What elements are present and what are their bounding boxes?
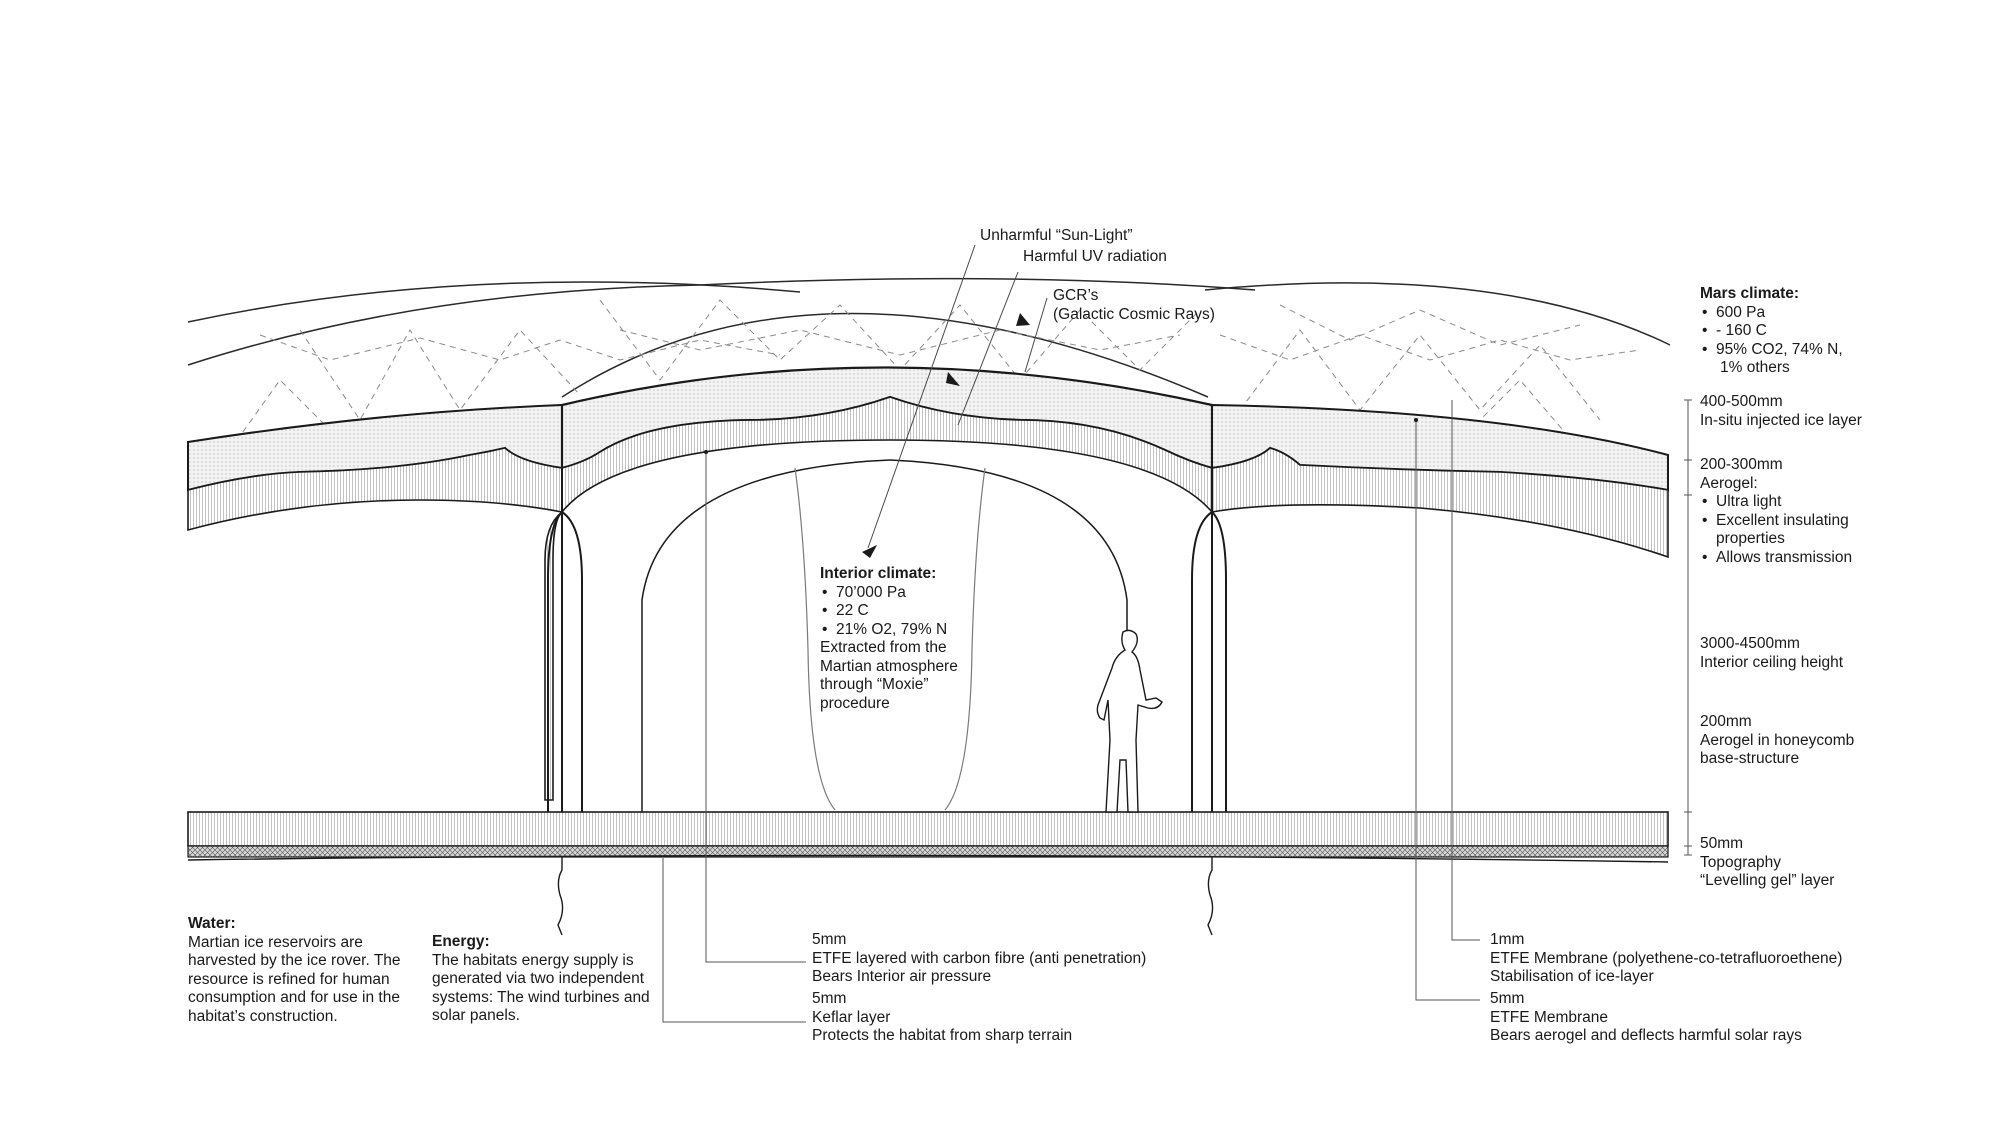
- aerogel-size: 200-300mm: [1700, 456, 1783, 473]
- aerogel-item: Ultra light: [1700, 493, 1852, 512]
- person-silhouette: [1096, 629, 1163, 813]
- leader-lines: [662, 399, 1692, 1023]
- interior-climate-item: 22 C: [820, 602, 958, 621]
- topography-desc: Topography: [1700, 853, 1782, 871]
- aerogel-layer-left: [187, 447, 564, 801]
- base-structure-desc: base-structure: [1700, 750, 1800, 767]
- energy-text: The habitats energy supply is generated …: [432, 951, 650, 1025]
- aerogel-desc: Aerogel:: [1700, 474, 1758, 492]
- energy-title: Energy:: [432, 933, 490, 950]
- aerogel-item: Allows transmission: [1700, 549, 1852, 568]
- keflar-desc: Keflar layer: [812, 1008, 891, 1026]
- keflar-size: 5mm: [812, 990, 847, 1007]
- interior-curtains: [794, 467, 986, 811]
- ceiling-height-label: 3000-4500mm Interior ceiling height: [1700, 635, 1843, 672]
- aerogel-layer-center: [561, 396, 1213, 515]
- etfe-membrane-stabilisation-label: 1mm ETFE Membrane (polyethene-co-tetrafl…: [1490, 931, 1842, 987]
- gcr-label: GCR’s (Galactic Cosmic Rays): [1053, 287, 1215, 324]
- interior-climate-note: Extracted from the: [820, 639, 947, 656]
- base-honeycomb-layer: [187, 811, 1669, 847]
- base-structure-desc: Aerogel in honeycomb: [1700, 731, 1855, 749]
- topography-label: 50mm Topography “Levelling gel” layer: [1700, 835, 1834, 891]
- leader-dot: [704, 450, 708, 454]
- base-structure-size: 200mm: [1700, 713, 1752, 730]
- etfe-carbon-desc: ETFE layered with carbon fibre (anti pen…: [812, 949, 1147, 967]
- etfe-membrane-desc: Bears aerogel and deflects harmful solar…: [1490, 1027, 1802, 1044]
- gcr-label-line2: (Galactic Cosmic Rays): [1053, 305, 1215, 323]
- gcr-label-line1: GCR’s: [1053, 287, 1099, 304]
- interior-climate-note: procedure: [820, 694, 890, 712]
- inner-arch: [641, 459, 1128, 812]
- interior-climate-block: Interior climate: 70’000 Pa 22 C 21% O2,…: [820, 565, 958, 713]
- etfe-membrane-size: 1mm: [1490, 931, 1525, 948]
- interior-climate-note: through “Moxie”: [820, 676, 929, 693]
- mars-climate-item: - 160 C: [1700, 322, 1843, 341]
- leader-dot: [1414, 418, 1418, 422]
- water-block: Water: Martian ice reservoirs are harves…: [188, 915, 413, 1026]
- interior-climate-note: Martian atmosphere: [820, 657, 958, 675]
- mars-climate-item-cont: 1% others: [1720, 359, 1790, 376]
- aerogel-layer-right: [1211, 447, 1669, 559]
- ray-arrowheads: [862, 313, 1030, 558]
- keflar-label: 5mm Keflar layer Protects the habitat fr…: [812, 990, 1072, 1046]
- aerogel-item: Excellent insulating: [1700, 512, 1852, 531]
- mars-climate-title: Mars climate:: [1700, 285, 1800, 302]
- energy-block: Energy: The habitats energy supply is ge…: [432, 933, 654, 1026]
- etfe-membrane-desc: ETFE Membrane (polyethene-co-tetrafluoro…: [1490, 949, 1843, 967]
- ceiling-height-size: 3000-4500mm: [1700, 635, 1800, 652]
- ceiling-height-desc: Interior ceiling height: [1700, 653, 1844, 671]
- etfe-carbon-label: 5mm ETFE layered with carbon fibre (anti…: [812, 931, 1146, 987]
- sunlight-label: Unharmful “Sun-Light”: [980, 227, 1133, 244]
- etfe-membrane-desc: ETFE Membrane: [1490, 1008, 1609, 1026]
- etfe-membrane-aerogel-label: 5mm ETFE Membrane Bears aerogel and defl…: [1490, 990, 1802, 1046]
- topography-size: 50mm: [1700, 835, 1744, 852]
- interior-climate-item: 70’000 Pa: [820, 584, 958, 603]
- topography-gel-layer: [187, 845, 1669, 858]
- etfe-carbon-desc: Bears Interior air pressure: [812, 968, 992, 985]
- mars-climate-item: 95% CO2, 74% N,: [1700, 341, 1843, 360]
- mars-climate-block: Mars climate: 600 Pa - 160 C 95% CO2, 74…: [1700, 285, 1843, 378]
- columns: [547, 405, 1227, 812]
- ground-line: [187, 854, 1669, 863]
- water-title: Water:: [188, 915, 236, 932]
- mars-climate-item: 600 Pa: [1700, 304, 1843, 323]
- base-structure-label: 200mm Aerogel in honeycomb base-structur…: [1700, 713, 1854, 769]
- radiation-rays: [867, 244, 1048, 549]
- aerogel-item-cont: properties: [1716, 530, 1785, 547]
- etfe-carbon-size: 5mm: [812, 931, 847, 948]
- water-text: Martian ice reservoirs are harvested by …: [188, 933, 401, 1025]
- ice-layer-size: 400-500mm: [1700, 393, 1783, 410]
- uv-radiation-label: Harmful UV radiation: [1023, 248, 1167, 265]
- aerogel-label: 200-300mm Aerogel: Ultra light Excellent…: [1700, 456, 1852, 567]
- etfe-membrane-desc: Stabilisation of ice-layer: [1490, 968, 1654, 985]
- topography-desc: “Levelling gel” layer: [1700, 872, 1835, 889]
- outer-membrane: [187, 277, 1671, 398]
- foundation-anchors: [557, 857, 1214, 936]
- interior-climate-title: Interior climate:: [820, 565, 937, 582]
- keflar-desc: Protects the habitat from sharp terrain: [812, 1027, 1073, 1044]
- etfe-membrane-size: 5mm: [1490, 990, 1525, 1007]
- ice-layer-label: 400-500mm In-situ injected ice layer: [1700, 393, 1862, 430]
- interior-climate-item: 21% O2, 79% N: [820, 621, 958, 640]
- ice-layer-desc: In-situ injected ice layer: [1700, 411, 1862, 429]
